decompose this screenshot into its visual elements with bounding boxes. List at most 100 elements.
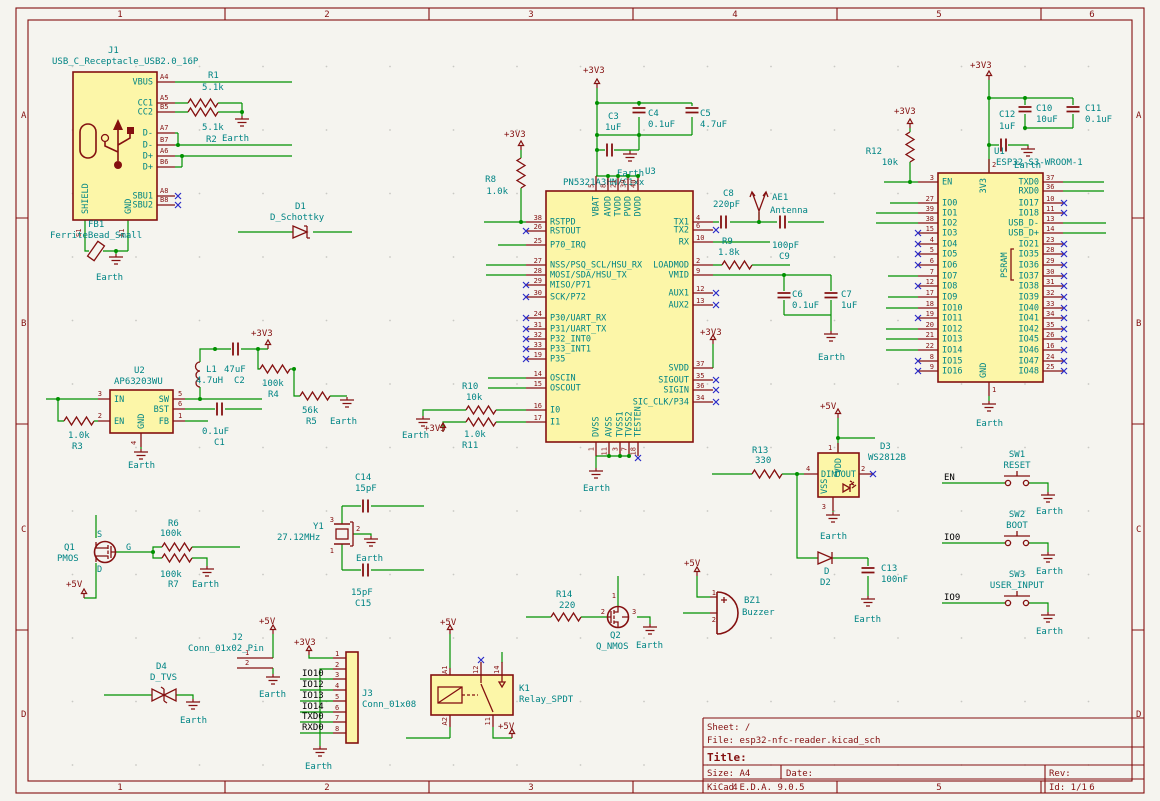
- chip-pin[interactable]: 36 SIGIN: [663, 382, 720, 396]
- chip-pin[interactable]: 12 AUX1: [669, 285, 720, 299]
- chip-pin[interactable]: 16 I0: [526, 402, 560, 416]
- chip-pin[interactable]: 13 AUX2: [669, 297, 720, 311]
- connector-pin[interactable]: A6 D+: [143, 147, 175, 162]
- net-label[interactable]: RXD0: [302, 723, 324, 733]
- chip-pin[interactable]: 10 IO17: [1019, 195, 1068, 209]
- chip-pin[interactable]: 32 P32_INT0: [522, 331, 591, 345]
- chip-pin[interactable]: 17 IO9: [918, 289, 957, 303]
- component-r2[interactable]: 5.1k R2: [187, 107, 224, 145]
- chip-pin[interactable]: 32 IO39: [1019, 289, 1068, 303]
- chip-pin[interactable]: 15 IO3: [914, 225, 957, 239]
- component-r1[interactable]: R1 5.1k: [187, 71, 224, 108]
- component-c13[interactable]: C13 100nF: [860, 564, 909, 585]
- chip-pin[interactable]: 9 IO16: [914, 363, 962, 377]
- component-c8[interactable]: C8 220pF: [713, 189, 740, 230]
- chip-pin[interactable]: 11 IO18: [1019, 205, 1068, 219]
- chip-pin[interactable]: 30 IO37: [1019, 268, 1068, 282]
- component-c3[interactable]: C3 1uF: [605, 112, 621, 158]
- component-r7[interactable]: 100k R7: [160, 553, 193, 590]
- chip-pin[interactable]: 8 AVDD: [600, 176, 614, 216]
- chip-pin[interactable]: 22 IO14: [918, 342, 962, 356]
- component-r12[interactable]: R12 10k: [866, 131, 915, 168]
- chip-pin[interactable]: 36 RXD0: [1019, 183, 1063, 197]
- chip-pin[interactable]: 37 TXD0: [1019, 174, 1063, 188]
- chip-pin[interactable]: 40 DVDD: [630, 176, 644, 216]
- net-label[interactable]: IO12: [302, 680, 324, 690]
- chip-pin[interactable]: 17 I1: [526, 414, 560, 428]
- chip-pin[interactable]: 39 PVDD: [620, 176, 634, 216]
- connector-pin[interactable]: 6 IO14: [300, 702, 346, 713]
- chip-pin[interactable]: 14 OSCIN: [526, 370, 576, 384]
- connector-pin[interactable]: B8 SBU2: [133, 196, 182, 211]
- net-label[interactable]: IO14: [302, 702, 324, 712]
- chip-pin[interactable]: 30 SCK/P72: [522, 289, 586, 303]
- net-label[interactable]: TXD0: [302, 712, 324, 722]
- chip-pin[interactable]: 2 LOADMOD: [653, 257, 713, 271]
- chip-pin[interactable]: 27 IO0: [918, 195, 957, 209]
- chip-pin[interactable]: 28 MOSI/SDA/HSU_TX: [526, 267, 628, 281]
- chip-pin[interactable]: 24 IO47: [1019, 353, 1068, 367]
- component-c5[interactable]: C5 4.7uF: [684, 107, 728, 130]
- chip-pin[interactable]: 35 SIGOUT: [658, 372, 720, 386]
- chip-pin[interactable]: 38 IO2: [918, 215, 957, 229]
- component-d1-schottky[interactable]: D1 D_Schottky: [270, 202, 325, 239]
- chip-pin[interactable]: 26 RSTOUT: [522, 223, 581, 237]
- chip-pin[interactable]: 26 IO45: [1019, 331, 1068, 345]
- component-r14[interactable]: R14 220: [550, 590, 582, 622]
- component-c11[interactable]: C11 0.1uF: [1065, 104, 1113, 125]
- chip-pin[interactable]: 27 NSS/PSQ_SCL/HSU_RX: [526, 257, 643, 271]
- component-j1-usbc[interactable]: J1 USB_C_Receptacle_USB2.0_16P A4 VBUS A…: [52, 46, 199, 237]
- net-label[interactable]: EN: [944, 473, 955, 483]
- component-r11[interactable]: 1.0k R11: [462, 417, 497, 451]
- component-r9[interactable]: R9 1.8k: [718, 237, 753, 270]
- component-fb1-ferrite[interactable]: FB1 FerriteBead_Small: [50, 220, 142, 262]
- chip-pin[interactable]: 25 P70_IRQ: [526, 237, 586, 251]
- chip-pin[interactable]: 1 DVSS: [588, 417, 602, 456]
- component-c4[interactable]: C4 0.1uF: [631, 107, 676, 130]
- chip-pin[interactable]: 37 SVDD: [669, 360, 713, 374]
- chip-pin[interactable]: 8 IO15: [914, 353, 962, 367]
- chip-pin[interactable]: 12 IO8: [914, 278, 957, 292]
- chip-pin[interactable]: 28 IO35: [1019, 246, 1068, 260]
- component-c12[interactable]: C12 1uF: [999, 110, 1015, 153]
- component-c15[interactable]: 15pF C15: [351, 562, 373, 610]
- chip-pin[interactable]: 10 RX: [679, 234, 713, 248]
- chip-pin[interactable]: 21 IO13: [918, 331, 962, 345]
- net-label[interactable]: IO0: [944, 533, 960, 543]
- component-r8[interactable]: R8 1.0k: [485, 157, 526, 197]
- component-ae1-antenna[interactable]: AE1 Antenna: [749, 190, 808, 222]
- connector-pin[interactable]: A4 VBUS: [133, 73, 175, 88]
- component-c10[interactable]: C10 10uF: [1017, 104, 1058, 125]
- connector-pin[interactable]: 5 IO13: [300, 691, 346, 702]
- chip-pin[interactable]: 7 IO7: [918, 268, 957, 282]
- connector-pin[interactable]: 7 TXD0: [300, 712, 346, 723]
- component-c7[interactable]: C7 1uF: [823, 290, 858, 311]
- chip-pin[interactable]: 5 IO5: [914, 246, 957, 260]
- connector-pin[interactable]: A7 D-: [143, 124, 175, 139]
- component-c6[interactable]: C6 0.1uF: [776, 290, 820, 311]
- component-r4[interactable]: 100k R4: [259, 364, 291, 400]
- component-l1-inductor[interactable]: L1 4.7uH: [194, 361, 224, 388]
- chip-pin[interactable]: 19 IO11: [914, 310, 962, 324]
- chip-pin[interactable]: 29 IO36: [1019, 257, 1068, 271]
- component-r13[interactable]: R13 330: [751, 446, 783, 479]
- net-label[interactable]: IO10: [302, 669, 324, 679]
- chip-pin[interactable]: 25 IO48: [1019, 363, 1068, 377]
- connector-pin[interactable]: 3 IO10: [300, 669, 346, 680]
- chip-pin[interactable]: 13 USB_D-: [1008, 215, 1063, 229]
- component-d3-ws2812b[interactable]: D3 WS2812B VDD DIN DOUT VSS 1 4 2 3: [806, 442, 906, 511]
- chip-pin[interactable]: 34 IO41: [1019, 310, 1068, 324]
- connector-pin[interactable]: A5 CC1: [138, 94, 175, 109]
- chip-pin[interactable]: 18 IO10: [918, 300, 962, 314]
- component-c2[interactable]: 47uF C2: [224, 341, 246, 387]
- component-u2-regulator[interactable]: U2 AP63203WU IN EN SW BST FB GND 3 2 5 6…: [98, 366, 182, 445]
- chip-pin[interactable]: 4 IO4: [914, 236, 957, 250]
- chip-pin[interactable]: 3 TVSS1: [612, 411, 626, 456]
- component-u3-pn532[interactable]: U3 PN5321A3HN/C1xx 38 RSTPD 26 RSTOUT 25…: [522, 167, 720, 462]
- component-d2-diode[interactable]: D D2: [817, 551, 834, 588]
- chip-pin[interactable]: 6 IO6: [914, 257, 957, 271]
- chip-pin[interactable]: 6 TX2: [674, 222, 720, 236]
- component-c1[interactable]: 0.1uF C1: [202, 401, 229, 449]
- chip-pin[interactable]: 7 TVSS2: [621, 411, 635, 456]
